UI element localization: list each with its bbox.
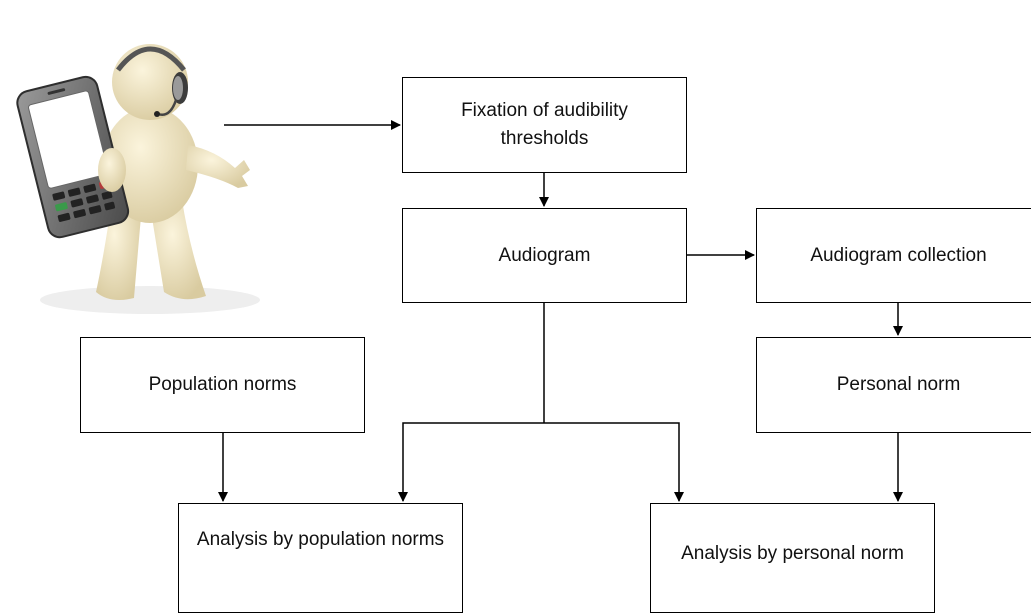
audiogram-collection-box: Audiogram collection (756, 208, 1031, 303)
personal-norm-label: Personal norm (836, 374, 961, 396)
population-norms-label: Population norms (148, 374, 297, 396)
analysis-population-box: Analysis by population norms (178, 503, 463, 613)
flow-diagram: Fixation of audibility thresholds Audiog… (16, 44, 1031, 613)
population-norms-box: Population norms (80, 337, 365, 433)
fixation-label: Fixation of audibility thresholds (461, 100, 628, 149)
fixation-box: Fixation of audibility thresholds (402, 77, 687, 173)
audiogram-box: Audiogram (402, 208, 687, 303)
analysis-personal-label: Analysis by personal norm (681, 543, 904, 564)
arrow-audiogram-to-analysis-personal (544, 422, 684, 502)
personal-norm-box: Personal norm (756, 337, 1031, 433)
analysis-population-label: Analysis by population norms (196, 529, 445, 550)
connector-lines (218, 120, 903, 502)
audiogram-label: Audiogram (498, 244, 591, 266)
analysis-personal-box: Analysis by personal norm (650, 503, 935, 613)
arrow-audiogram-to-analysis-population (398, 422, 544, 502)
audiogram-collection-label: Audiogram collection (810, 244, 987, 266)
person-with-phone-illustration (16, 44, 260, 314)
